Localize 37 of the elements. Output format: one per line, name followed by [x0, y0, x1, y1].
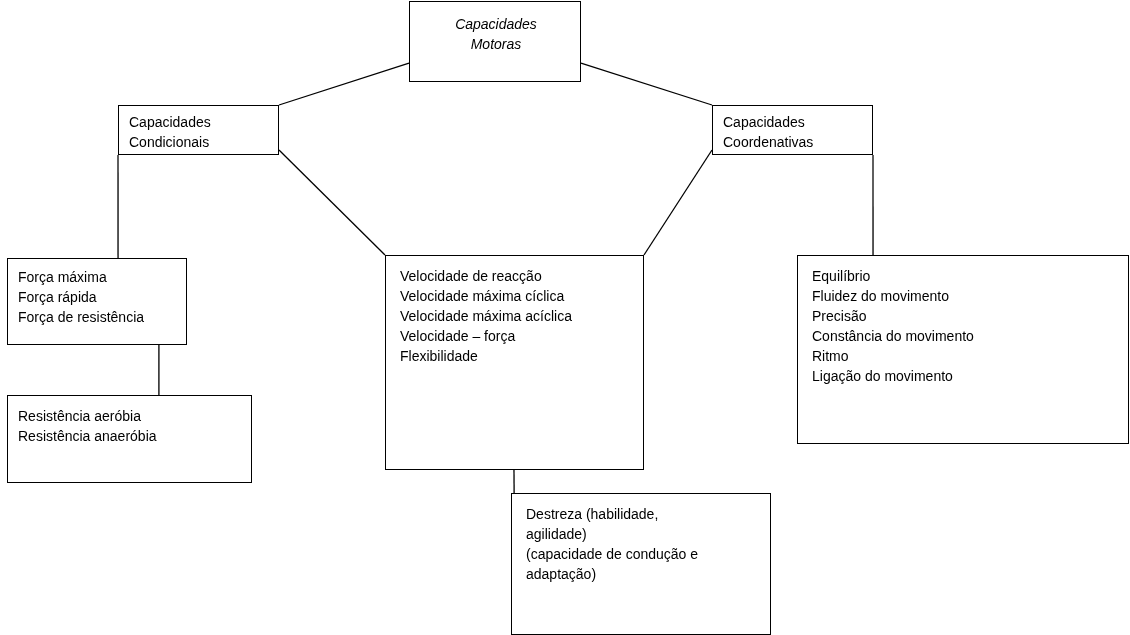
title-text: Capacidades Motoras: [454, 15, 538, 54]
connector-line: [580, 62, 713, 106]
node-text: Destreza (habilidade, agilidade): [526, 505, 660, 544]
connector-line: [117, 154, 119, 259]
text-box: [511, 493, 771, 635]
connector-line: [278, 62, 410, 106]
node-text: Força rápida: [18, 288, 98, 307]
connector-line: [158, 344, 160, 396]
node-text: Resistência aeróbia: [18, 407, 142, 426]
node-text: Velocidade máxima acíclica: [400, 307, 573, 326]
node-text: Força de resistência: [18, 308, 146, 327]
node-text: (capacidade de condução e adaptação): [526, 545, 700, 584]
node-text: Equilíbrio: [812, 267, 872, 286]
text-box: [118, 105, 279, 155]
node-text: Ligação do movimento: [812, 367, 954, 386]
connector-line: [278, 149, 386, 256]
node-text: Precisão: [812, 307, 868, 326]
node-text: Resistência anaeróbia: [18, 427, 158, 446]
node-text: Capacidades Coordenativas: [723, 113, 815, 152]
node-text: Velocidade de reacção: [400, 267, 543, 286]
connector-line: [643, 149, 713, 256]
node-text: Constância do movimento: [812, 327, 975, 346]
text-box: [7, 258, 187, 345]
text-box: [409, 1, 581, 82]
connector-line: [513, 469, 515, 494]
node-text: Capacidades Condicionais: [129, 113, 212, 152]
node-text: Velocidade máxima cíclica: [400, 287, 566, 306]
text-box: [712, 105, 873, 155]
text-box: [797, 255, 1129, 444]
node-text: Ritmo: [812, 347, 850, 366]
node-text: Velocidade – força: [400, 327, 517, 346]
connector-line: [872, 154, 874, 256]
node-text: Flexibilidade: [400, 347, 479, 366]
node-text: Força máxima: [18, 268, 108, 287]
text-box: [385, 255, 644, 470]
text-box: [7, 395, 252, 483]
node-text: Fluidez do movimento: [812, 287, 950, 306]
